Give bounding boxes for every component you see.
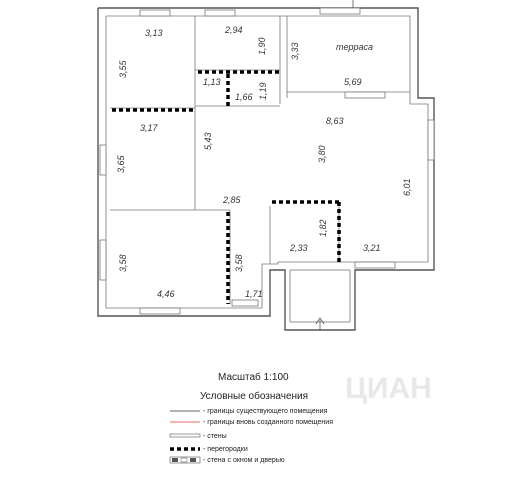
dim-3-58-right: 3,58: [234, 254, 244, 272]
dim-1-66: 1,66: [235, 92, 253, 102]
dimension-labels: 3,13 3,55 2,94 1,90 3,33 терраса 5,69 1,…: [116, 25, 412, 299]
dim-2-94: 2,94: [224, 25, 243, 35]
dim-5-43: 5,43: [203, 132, 213, 150]
terrace-label: терраса: [336, 42, 373, 52]
dim-1-19: 1,19: [258, 82, 268, 100]
legend: - границы существующего помещения - гран…: [169, 408, 333, 464]
legend-item-partitions: - перегородки: [203, 446, 248, 453]
dim-3-13: 3,13: [145, 28, 163, 38]
dim-1-82: 1,82: [318, 219, 328, 237]
interior-walls: [110, 16, 340, 304]
legend-swatch-walls: [169, 433, 201, 438]
windows: [99, 7, 435, 315]
dim-2-33: 2,33: [289, 243, 308, 253]
dim-2-85: 2,85: [222, 195, 242, 205]
dim-1-90: 1,90: [257, 37, 267, 55]
scale-label: Масштаб 1:100: [218, 371, 289, 383]
dim-3-80: 3,80: [317, 145, 327, 163]
dim-6-01: 6,01: [402, 178, 412, 196]
dim-1-71: 1,71: [245, 289, 263, 299]
dim-8-63: 8,63: [326, 116, 344, 126]
dim-3-21: 3,21: [363, 243, 381, 253]
legend-item-existing: - границы существующего помещения: [203, 408, 328, 415]
outer-walls: [97, 7, 435, 331]
partitions: [112, 70, 341, 304]
dim-3-58-left: 3,58: [118, 254, 128, 272]
watermark: ЦИАН: [345, 372, 432, 405]
dim-1-13: 1,13: [203, 77, 221, 87]
legend-title: Условные обозначения: [200, 390, 308, 402]
dim-3-33: 3,33: [290, 42, 300, 60]
dim-3-65: 3,65: [116, 154, 126, 173]
legend-item-walls: - стены: [203, 433, 227, 440]
legend-swatch-window-door: [169, 456, 201, 464]
dim-3-55: 3,55: [118, 59, 128, 78]
legend-item-window-door: - стена с окном и дверью: [203, 457, 285, 464]
dim-3-17: 3,17: [140, 123, 159, 133]
legend-item-new: - границы вновь созданного помещения: [203, 419, 333, 426]
dim-4-46: 4,46: [157, 289, 175, 299]
entrance-arrows: [315, 0, 354, 330]
dim-5-69: 5,69: [344, 77, 362, 87]
